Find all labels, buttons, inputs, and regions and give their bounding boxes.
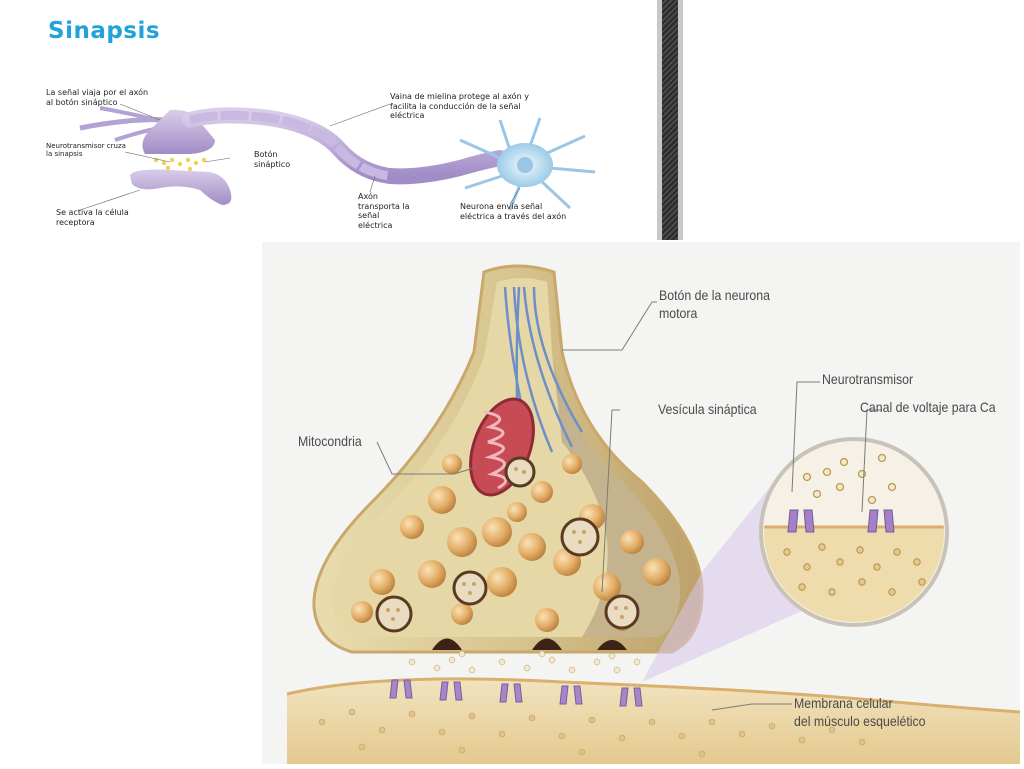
label-synaptic-button: Botón sináptico [254,150,291,169]
label-calcium-channel: Canal de voltaje para Ca [860,399,996,415]
label-membrane: Membrana celular del músculo esquelético [794,695,926,729]
neuromuscular-junction-illustration [286,264,1021,764]
label-signal-travels: La señal viaja por el axón al botón siná… [46,88,149,107]
label-receptor-cell: Se activa la célula receptora [56,208,129,227]
label-neurotransmitter: Neurotransmisor [822,371,914,387]
label-synaptic-vesicle: Vesícula sináptica [658,401,757,417]
decorative-stripe [657,0,683,240]
neuromuscular-junction-figure: Botón de la neurona motora Neurotransmis… [262,242,1021,764]
label-myelin: Vaina de mielina protege al axón y facil… [390,92,529,120]
stripe-pattern [662,0,678,240]
label-axon: Axón transporta la señal eléctrica [358,192,410,230]
label-neuron-sends: Neurona envía señal eléctrica a través d… [460,202,567,221]
slide-title: Sinapsis [48,18,161,44]
neuron-synapse-figure: La señal viaja por el axón al botón siná… [40,80,610,240]
neuron-synapse-illustration [79,103,596,211]
label-motor-button: Botón de la neurona motora [659,287,770,321]
label-neurotransmitter-crosses: Neurotransmisor cruza la sinapsis [46,142,126,158]
label-mitochondria: Mitocondria [298,433,362,449]
